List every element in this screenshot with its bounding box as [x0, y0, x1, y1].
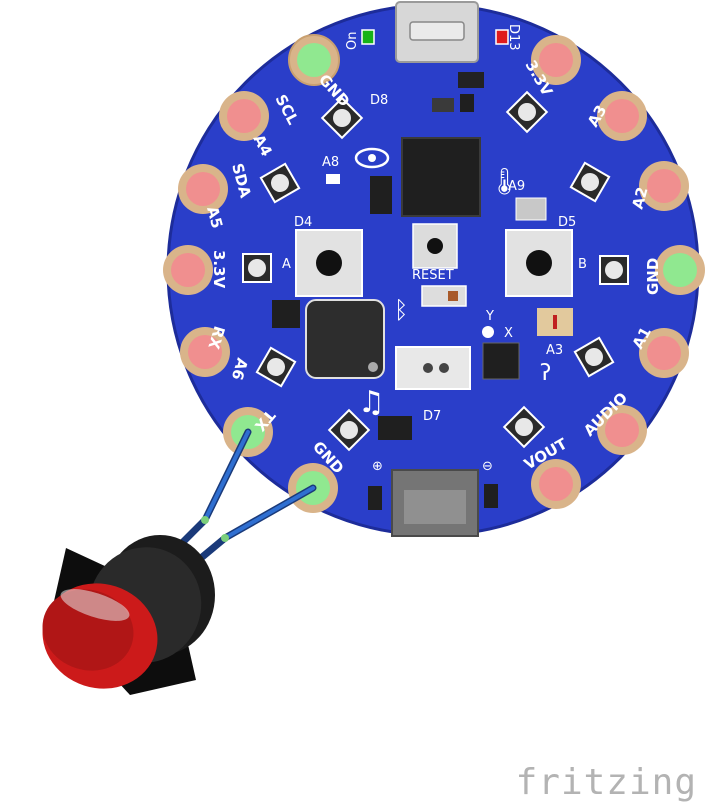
- label-a6: A6: [228, 356, 252, 382]
- axis-x-label: X: [504, 326, 513, 341]
- plus-label: ⊕: [372, 459, 383, 474]
- axis-y-label: Y: [485, 309, 494, 324]
- on-label: On: [345, 32, 360, 50]
- d5-label: D5: [558, 215, 576, 230]
- ear-icon: ʔ: [540, 361, 551, 386]
- label-a2: A2: [628, 185, 651, 211]
- pads: [163, 34, 705, 513]
- a9-label: A9: [508, 179, 525, 194]
- d8-label: D8: [370, 93, 388, 108]
- bluetooth-icon: ᛒ: [394, 296, 408, 324]
- label-a5: A5: [203, 204, 226, 230]
- fritzing-watermark: fritzing: [515, 762, 697, 803]
- reset-label: RESET: [412, 268, 454, 283]
- d4-label: D4: [294, 215, 312, 230]
- push-button[interactable]: [29, 531, 218, 703]
- d13-label: D13: [506, 24, 521, 51]
- circuit-playground-board: On D13 🌡 A9 A8 A B RESET D4 D5: [163, 1, 705, 537]
- a3-inner-label: A3: [546, 343, 563, 358]
- music-note-icon: ♫: [358, 385, 385, 420]
- minus-label: ⊖: [482, 459, 493, 474]
- label-gnd-right: GND: [644, 258, 662, 295]
- power-led: [361, 29, 375, 45]
- neopixel-group: [242, 90, 629, 452]
- label-3v3-left: 3.3V: [210, 250, 228, 289]
- button-b[interactable]: [505, 229, 573, 297]
- button-b-label: B: [578, 257, 587, 272]
- eye-icon: [354, 147, 390, 169]
- button-a-label: A: [282, 257, 291, 272]
- a8-label: A8: [322, 155, 339, 170]
- buzzer: [305, 299, 385, 379]
- d13-led: [495, 29, 509, 45]
- microcontroller-chip: [401, 137, 481, 217]
- thermometer-icon: 🌡: [488, 167, 521, 197]
- d7-label: D7: [423, 409, 441, 424]
